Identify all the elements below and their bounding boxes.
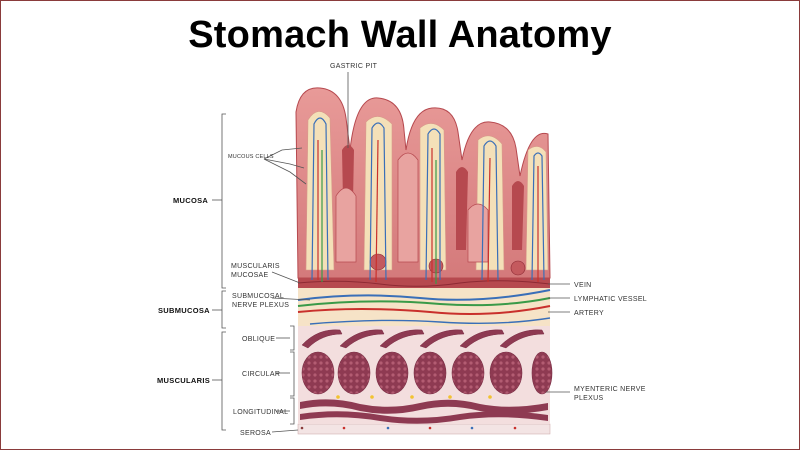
mucosa-layer-label: MUCOSA: [173, 196, 208, 205]
leader-lines: [212, 72, 570, 433]
muscularis-mucosae-band: [298, 278, 550, 288]
muscularis-layer-label: MUSCULARIS: [157, 376, 210, 385]
vein-vessel: [297, 289, 551, 301]
serosa-layer: [297, 423, 551, 435]
circular-label: CIRCULAR: [242, 371, 280, 378]
lymphatic-vessel-label: LYMPHATIC VESSEL: [574, 296, 647, 303]
longitudinal-muscle-fibers: [300, 399, 548, 424]
oblique-muscle-fibers: [301, 329, 545, 349]
myenteric-plexus-dots: [336, 395, 492, 399]
artery-label: ARTERY: [574, 310, 604, 317]
page-title: Stomach Wall Anatomy: [188, 14, 612, 56]
myenteric-nerve-plexus-label: MYENTERIC NERVE PLEXUS: [574, 386, 648, 402]
artery-vessel: [297, 305, 551, 315]
gastric-pit-label: GASTRIC PIT: [330, 63, 378, 70]
serosa-dots: [300, 426, 517, 430]
submucosal-nerve-plexus-label: SUBMUCOSAL NERVE PLEXUS: [232, 293, 289, 309]
submucosal-vessels: [297, 289, 551, 325]
serosa-label: SEROSA: [240, 430, 271, 437]
longitudinal-label: LONGITUDINAL: [233, 409, 288, 416]
vein-label: VEIN: [574, 282, 592, 289]
oblique-label: OBLIQUE: [242, 336, 275, 343]
submucosa-layer-label: SUBMUCOSA: [158, 306, 210, 315]
muscularis-mucosae-label: MUSCULARIS MUCOSAE: [231, 263, 282, 279]
layer-brackets: [221, 113, 295, 431]
mucous-cells-label: MUCOUS CELLS: [228, 154, 274, 160]
gastric-glands: [335, 152, 489, 263]
circular-muscle-bundles: [301, 351, 553, 395]
villus-capillaries: [311, 117, 545, 284]
lymphatic-vessel: [297, 297, 551, 307]
submucosa-layer: [298, 288, 550, 326]
